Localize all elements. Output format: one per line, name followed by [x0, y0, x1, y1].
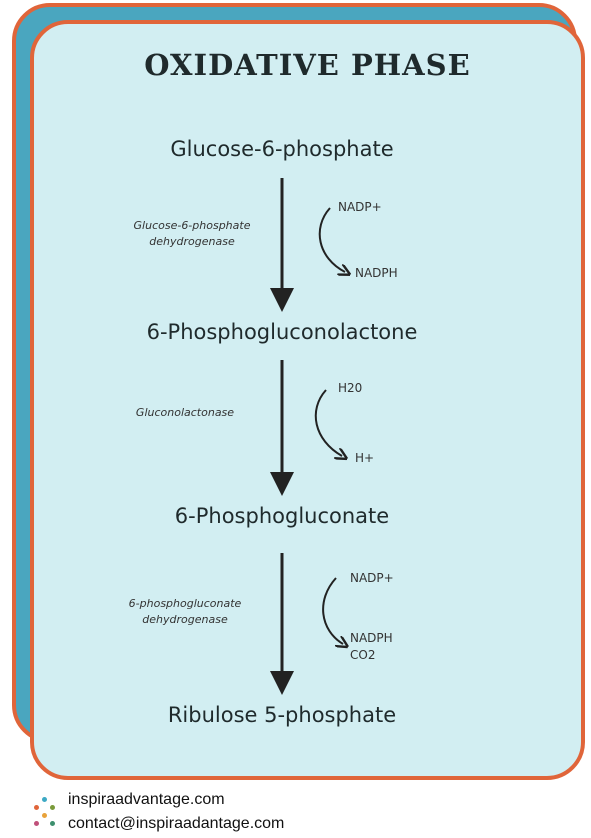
footer-email-link[interactable]: contact@inspiraadantage.com	[68, 815, 285, 832]
card-panel	[30, 20, 585, 780]
logo-dot	[42, 797, 47, 802]
enzyme-label-step-2: Gluconolactonase	[95, 405, 275, 421]
compound-ribulose-5-phosphate: Ribulose 5-phosphate	[167, 703, 397, 727]
compound-glucose-6-phosphate: Glucose-6-phosphate	[170, 137, 394, 161]
diagram-title: OXIDATIVE PHASE	[144, 48, 471, 82]
cofactor-in-step-3: NADP+	[350, 571, 394, 585]
footer-website-link[interactable]: inspiraadvantage.com	[68, 791, 225, 808]
enzyme-line-1: Glucose-6-phosphate	[133, 219, 251, 232]
logo-dot	[42, 813, 47, 818]
cofactor-curve-1	[318, 207, 345, 272]
enzyme-line-1: Gluconolactonase	[135, 406, 235, 419]
logo-dot	[34, 821, 39, 826]
cofactor-curve-3	[322, 577, 343, 644]
cofactor-in-step-1: NADP+	[338, 200, 382, 214]
compound-6-phosphogluconolactone: 6-Phosphogluconolactone	[146, 320, 418, 344]
enzyme-label-step-1: Glucose-6-phosphate dehydrogenase	[102, 218, 282, 250]
logo-dot	[34, 805, 39, 810]
brand-logo-icon	[32, 791, 60, 826]
compound-6-phosphogluconate: 6-Phosphogluconate	[174, 504, 390, 528]
enzyme-line-2: dehydrogenase	[142, 613, 228, 626]
cofactor-out-step-3: NADPH CO2	[350, 630, 393, 664]
enzyme-line-2: dehydrogenase	[149, 235, 235, 248]
cofactor-out-co2: CO2	[350, 648, 376, 662]
logo-dot	[50, 821, 55, 826]
cofactor-curve-2	[314, 389, 342, 456]
cofactor-out-nadph: NADPH	[350, 631, 393, 645]
cofactor-out-step-2: H+	[355, 451, 375, 465]
logo-dot	[50, 805, 55, 810]
enzyme-label-step-3: 6-phosphogluconate dehydrogenase	[95, 596, 275, 628]
cofactor-in-step-2: H20	[338, 381, 363, 395]
enzyme-line-1: 6-phosphogluconate	[128, 597, 242, 610]
cofactor-out-step-1: NADPH	[355, 266, 398, 280]
